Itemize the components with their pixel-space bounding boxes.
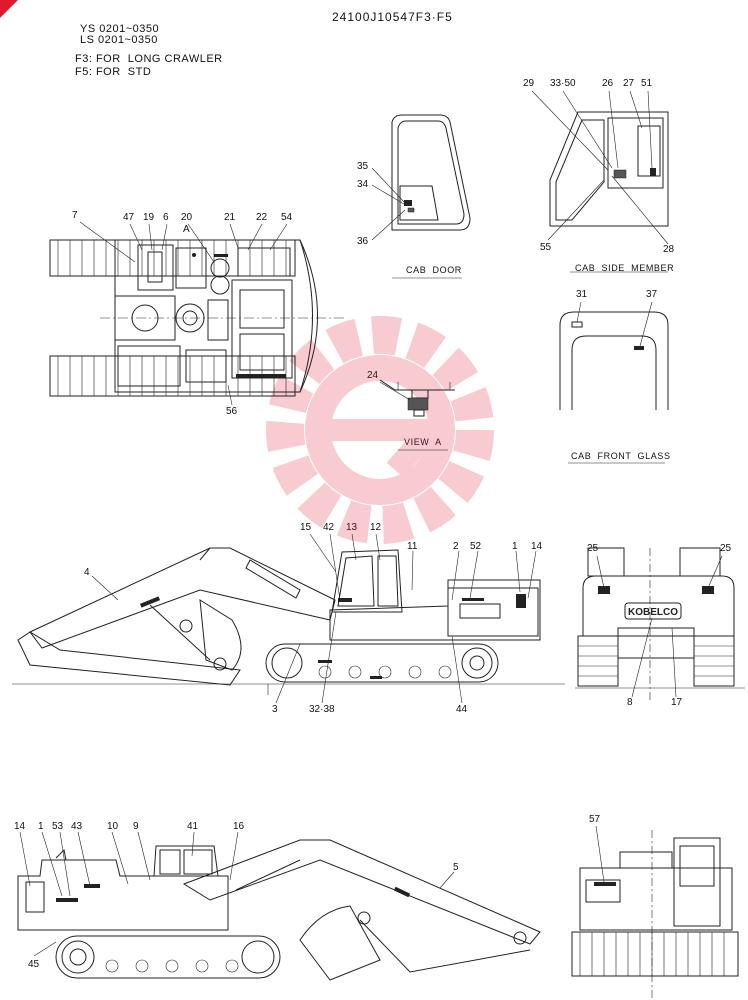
callout-16: 16 [233, 821, 245, 832]
caption-cab-door: CAB DOOR [406, 265, 462, 275]
callout-1: 1 [512, 541, 518, 552]
callout-20: 20 [181, 212, 193, 223]
callout-52: 52 [470, 541, 482, 552]
callout-37: 37 [646, 289, 658, 300]
callout-9: 9 [133, 821, 139, 832]
caption-cab-side-member: CAB SIDE MEMBER [575, 263, 675, 273]
callout-8: 8 [627, 697, 633, 708]
view-a-marker: A [183, 224, 190, 235]
callout-11: 11 [407, 541, 418, 552]
note-f5: F5: FOR STD [75, 66, 152, 78]
right-side-view [17, 831, 541, 981]
callout-14-b: 14 [14, 821, 26, 832]
callout-35: 35 [357, 161, 369, 172]
cab-front-glass-view [559, 301, 669, 464]
cab-door-view [371, 114, 471, 279]
callout-55: 55 [540, 242, 552, 253]
caption-cab-front-glass: CAB FRONT GLASS [571, 451, 671, 461]
callout-7: 7 [72, 210, 78, 221]
callout-36: 36 [357, 236, 369, 247]
callout-3: 3 [272, 704, 278, 715]
callout-44: 44 [456, 704, 468, 715]
callout-51: 51 [641, 78, 653, 89]
callout-19: 19 [143, 212, 155, 223]
callout-26: 26 [602, 78, 614, 89]
callout-17: 17 [671, 697, 683, 708]
callout-42: 42 [323, 522, 335, 533]
callout-4: 4 [84, 567, 90, 578]
callout-45: 45 [28, 959, 40, 970]
serial-ls: LS 0201~0350 [80, 34, 158, 46]
corner-mark [0, 0, 18, 18]
callout-6: 6 [163, 212, 169, 223]
watermark [266, 316, 494, 544]
note-f3: F3: FOR LONG CRAWLER [75, 53, 223, 65]
callout-2: 2 [453, 541, 459, 552]
callout-21: 21 [224, 212, 236, 223]
serial-ys: YS 0201~0350 [80, 23, 160, 35]
callout-29: 29 [523, 78, 535, 89]
callout-22: 22 [256, 212, 268, 223]
callout-5: 5 [453, 862, 459, 873]
callout-28: 28 [663, 244, 675, 255]
callout-34: 34 [357, 179, 369, 190]
callout-57: 57 [589, 814, 601, 825]
callout-56: 56 [226, 406, 238, 417]
callout-12: 12 [370, 522, 382, 533]
top-plan-view [49, 221, 345, 406]
callout-15: 15 [300, 522, 312, 533]
callout-14: 14 [531, 541, 543, 552]
callout-43: 43 [71, 821, 83, 832]
callout-13: 13 [346, 522, 358, 533]
callout-10: 10 [107, 821, 119, 832]
document-number: 24100J10547F3·F5 [332, 10, 453, 24]
rear-view: KOBELCO [575, 547, 745, 700]
callout-31: 31 [576, 289, 588, 300]
caption-view-a: VIEW A [404, 437, 442, 447]
kobelco-logo: KOBELCO [628, 607, 678, 618]
cab-side-member-view [531, 90, 669, 273]
callout-27: 27 [623, 78, 635, 89]
callout-41: 41 [187, 821, 199, 832]
callout-33-50: 33·50 [550, 78, 576, 89]
callout-47: 47 [123, 212, 135, 223]
callout-54: 54 [281, 212, 293, 223]
front-view [571, 825, 739, 1000]
view-a-detail [379, 379, 455, 451]
callout-1-b: 1 [38, 821, 44, 832]
callout-32-38: 32·38 [309, 704, 335, 715]
callout-25-right: 25 [720, 543, 732, 554]
callout-24: 24 [367, 370, 379, 381]
callout-53: 53 [52, 821, 64, 832]
left-side-view [12, 533, 565, 704]
